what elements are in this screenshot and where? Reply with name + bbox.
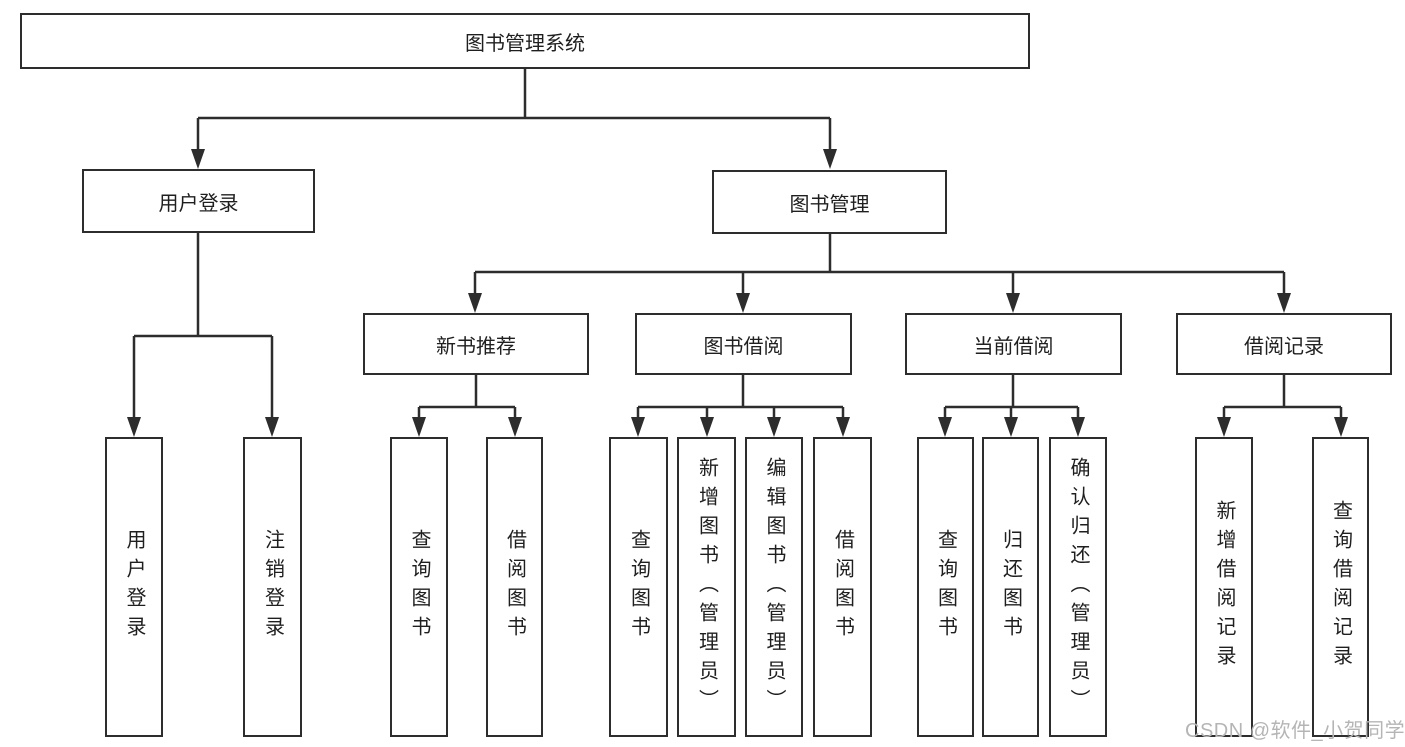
leaf-nbr-borrow-book: 借阅图书 — [486, 437, 543, 737]
node-root-library-system: 图书管理系统 — [20, 13, 1030, 69]
leaf-cb-query-book: 查询图书 — [917, 437, 974, 737]
leaf-br-add-record: 新增借阅记录 — [1195, 437, 1253, 737]
connector-new-book-recommend-to-leaves — [412, 375, 522, 437]
connector-root-to-level1 — [191, 69, 837, 169]
leaf-bb-query-book: 查询图书 — [609, 437, 668, 737]
connector-user-login-to-leaves — [127, 233, 279, 437]
leaf-cb-confirm-return-admin: 确认归还（管理员） — [1049, 437, 1107, 737]
leaf-bb-edit-book-admin: 编辑图书（管理员） — [745, 437, 803, 737]
leaf-bb-borrow-book: 借阅图书 — [813, 437, 872, 737]
leaf-cb-return-book: 归还图书 — [982, 437, 1039, 737]
connector-book-management-to-level2 — [468, 234, 1291, 313]
connector-book-borrow-to-leaves — [631, 375, 850, 437]
leaf-bb-add-book-admin: 新增图书（管理员） — [677, 437, 736, 737]
node-current-borrow: 当前借阅 — [905, 313, 1122, 375]
node-user-login: 用户登录 — [82, 169, 315, 233]
node-book-management: 图书管理 — [712, 170, 947, 234]
leaf-logout-login: 注销登录 — [243, 437, 302, 737]
csdn-watermark: CSDN @软件_小贺同学 — [1185, 720, 1405, 742]
leaf-user-login: 用户登录 — [105, 437, 163, 737]
node-borrow-record: 借阅记录 — [1176, 313, 1392, 375]
connector-borrow-record-to-leaves — [1217, 375, 1348, 437]
leaf-br-query-record: 查询借阅记录 — [1312, 437, 1369, 737]
node-book-borrow: 图书借阅 — [635, 313, 852, 375]
node-new-book-recommend: 新书推荐 — [363, 313, 589, 375]
connector-current-borrow-to-leaves — [938, 375, 1085, 437]
leaf-nbr-query-book: 查询图书 — [390, 437, 448, 737]
